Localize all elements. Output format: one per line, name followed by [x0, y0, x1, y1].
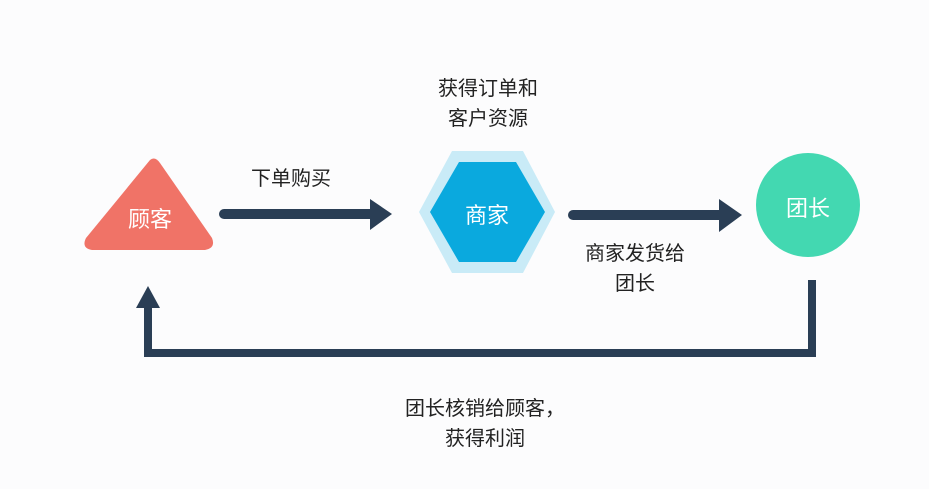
- merchant-note: 获得订单和 客户资源: [408, 73, 568, 133]
- merchant-node-shape: [430, 162, 545, 262]
- edge-label-verify-line1: 团长核销给顾客，: [405, 396, 565, 420]
- edge-label-verify: 团长核销给顾客， 获得利润: [380, 393, 590, 453]
- leader-node-label: 团长: [785, 197, 830, 222]
- arrow-customer-to-merchant-head: [370, 199, 392, 230]
- customer-node-shape: [84, 158, 214, 250]
- merchant-note-line2: 客户资源: [448, 106, 528, 130]
- arrow-merchant-to-leader-head: [719, 199, 742, 232]
- arrow-leader-to-customer-head: [136, 286, 160, 308]
- arrow-leader-to-customer-path: [144, 280, 816, 357]
- leader-node-shape: [756, 153, 860, 257]
- edge-label-verify-line2: 获得利润: [445, 426, 525, 450]
- edge-label-ship-line1: 商家发货给: [585, 241, 685, 265]
- customer-node-label: 顾客: [127, 208, 172, 233]
- merchant-node-label: 商家: [464, 204, 509, 229]
- merchant-note-line1: 获得订单和: [438, 76, 538, 100]
- edge-label-ship: 商家发货给 团长: [565, 238, 705, 298]
- edge-label-ship-line2: 团长: [615, 271, 655, 295]
- edge-label-order: 下单购买: [251, 166, 331, 190]
